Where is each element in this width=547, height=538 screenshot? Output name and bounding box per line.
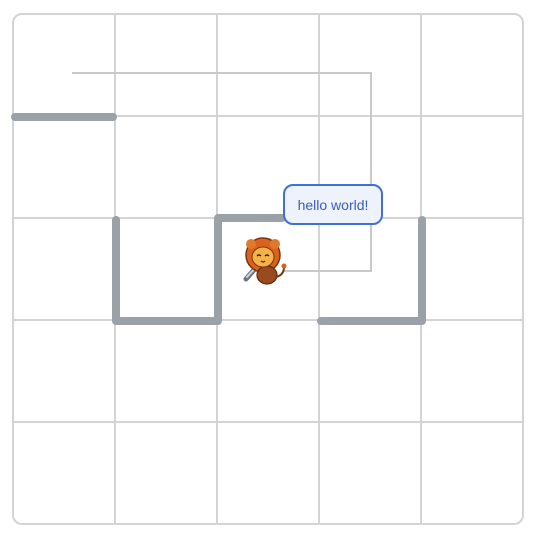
wall-u-shape: [112, 214, 286, 325]
speech-bubble: hello world!: [283, 184, 383, 225]
lion-body: [256, 265, 278, 285]
maze-walls: [11, 113, 426, 325]
wall-right-l-shape: [317, 216, 426, 325]
speech-bubble-text: hello world!: [297, 196, 369, 213]
path-trail: [72, 72, 372, 272]
lion-knight-character: [243, 237, 287, 285]
lion-face: [251, 246, 275, 268]
